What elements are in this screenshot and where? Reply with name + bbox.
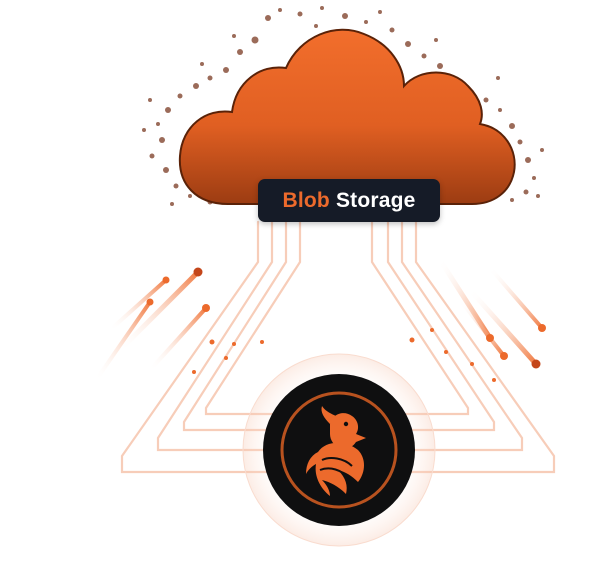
label-accent-text: Blob [282, 188, 330, 212]
cloud-speckles [142, 6, 544, 206]
streaks-right [437, 257, 546, 369]
streaks-left [94, 267, 210, 382]
connection-lines [120, 220, 556, 474]
phoenix-logo-icon [306, 406, 366, 496]
line-dots [192, 316, 496, 382]
label-rest-text: Storage [335, 188, 416, 212]
logo-badge-ring [280, 391, 398, 509]
cloud-icon [178, 28, 516, 205]
blob-storage-label: Blob Storage [258, 179, 440, 222]
